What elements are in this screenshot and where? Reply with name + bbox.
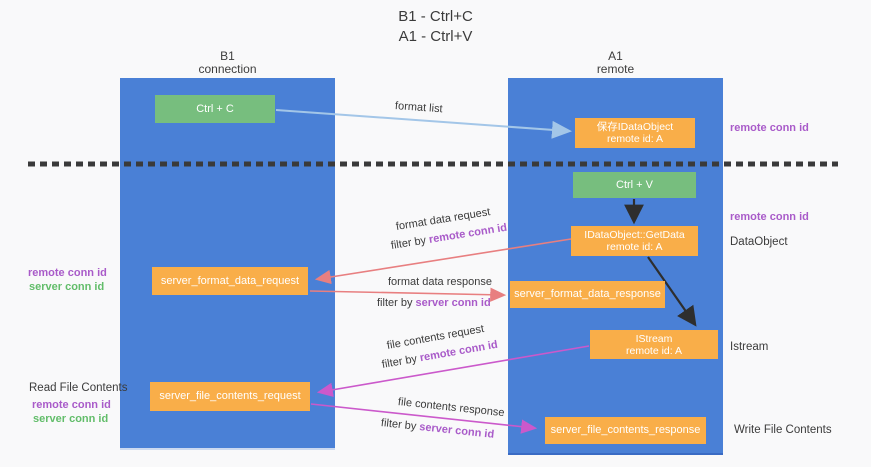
node-save-idataobject: 保存IDataObject remote id: A [575,118,695,148]
server-conn-id-highlight: server conn id [415,297,491,309]
left-remote-conn-id-2: remote conn id [32,399,111,411]
node-getdata-line2: remote id: A [606,241,663,253]
node-server-format-data-response: server_format_data_response [510,281,665,308]
node-idataobject-getdata: IDataObject::GetData remote id: A [571,226,698,256]
format-data-response-label: format data response [388,276,492,288]
format-data-request-arrow [314,238,572,285]
getdata-to-istream-arrow [647,256,697,327]
format-data-response-filter-label: filter by server conn id [377,297,491,309]
left-remote-conn-id-1: remote conn id [28,267,107,279]
diagram-title: B1 - Ctrl+C A1 - Ctrl+V [0,7,871,47]
right-istream-label: Istream [730,341,769,353]
left-column-subtitle: connection [198,62,257,76]
node-format-request-label: server_format_data_request [160,274,300,287]
format-list-arrow [275,109,572,139]
right-write-file-contents-label: Write File Contents [734,424,832,436]
right-remote-conn-id-mid: remote conn id [730,211,809,223]
node-server-file-contents-request: server_file_contents_request [150,382,310,411]
node-ctrl-v-label: Ctrl + V [616,178,653,191]
right-column-subtitle: remote [596,62,635,76]
title-line-1: B1 - Ctrl+C [398,8,473,25]
filter-by-text: filter by [377,297,416,309]
node-ctrl-c: Ctrl + C [155,95,275,123]
format-data-response-arrow [309,287,507,302]
node-save-idataobject-line1: 保存IDataObject [596,121,674,133]
node-file-request-label: server_file_contents_request [159,390,301,402]
node-getdata-line1: IDataObject::GetData [584,229,685,241]
node-server-file-contents-response: server_file_contents_response [545,417,706,444]
node-save-idataobject-line2: remote id: A [606,133,664,145]
right-column-name: A1 [608,49,623,63]
node-server-format-data-request: server_format_data_request [152,267,308,295]
node-istream: IStream remote id: A [590,330,718,359]
node-ctrl-c-label: Ctrl + C [196,102,234,115]
left-server-conn-id-2: server conn id [33,413,109,425]
left-column-name: B1 [220,49,235,63]
left-server-conn-id-1: server conn id [29,281,105,293]
title-line-2: A1 - Ctrl+V [398,28,473,45]
right-dataobject-label: DataObject [730,236,788,248]
node-ctrl-v: Ctrl + V [573,172,696,198]
node-istream-line2: remote id: A [625,344,683,357]
node-format-response-label: server_format_data_response [514,288,661,300]
node-file-response-label: server_file_contents_response [550,424,701,436]
file-contents-response-arrow [310,403,538,434]
right-column-header: A1 remote [508,50,723,76]
left-column-header: B1 connection [120,50,335,76]
left-read-file-contents-label: Read File Contents [29,382,128,394]
right-remote-conn-id-top: remote conn id [730,122,809,134]
file-contents-request-arrow [316,345,590,397]
node-istream-line1: IStream [635,332,673,345]
